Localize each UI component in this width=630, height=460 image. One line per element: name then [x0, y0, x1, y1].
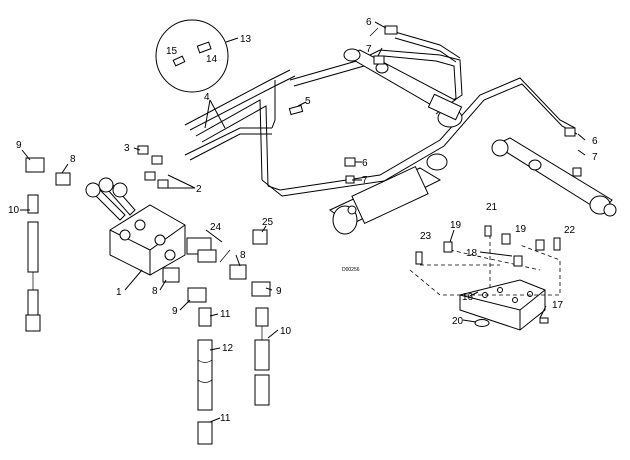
callout-22: 22 — [564, 225, 576, 236]
plate-dashed-guides — [409, 235, 561, 296]
callout-7-mid: 7 — [362, 175, 368, 186]
callout-1: 1 — [116, 287, 122, 298]
callout-11-top: 11 — [220, 309, 231, 320]
callout-16: 16 — [462, 292, 474, 303]
callout-5: 5 — [305, 96, 311, 107]
fitting-6-mid — [344, 157, 356, 167]
fitting-5 — [288, 104, 304, 116]
cylinder-right — [491, 137, 617, 217]
fitting-6-right — [564, 127, 576, 137]
callout-19-right: 19 — [515, 224, 527, 235]
fitting-7-top — [373, 55, 385, 65]
callout-6-top: 6 — [366, 17, 372, 28]
hose-lines-upper — [184, 31, 578, 197]
callout-labels: 1 2 3 4 5 6 6 6 7 7 7 8 8 8 9 9 9 10 10 … — [8, 17, 598, 424]
callout-12: 12 — [222, 343, 234, 354]
fittings-2-3 — [137, 145, 169, 189]
fitting-7-right — [572, 167, 582, 177]
fitting-6-top — [384, 25, 398, 35]
callout-8-left: 8 — [70, 154, 76, 165]
callout-9-left: 9 — [16, 140, 22, 151]
hose-assembly-bottom — [197, 307, 270, 445]
callout-10-right: 10 — [280, 326, 292, 337]
callout-25: 25 — [262, 217, 274, 228]
callout-21: 21 — [486, 202, 498, 213]
callout-18: 18 — [466, 248, 478, 259]
hose-assembly-left — [25, 157, 71, 332]
callout-10-left: 10 — [8, 205, 20, 216]
fitting-15 — [172, 55, 186, 67]
callout-9-right: 9 — [276, 286, 282, 297]
callout-24: 24 — [210, 222, 222, 233]
callout-9-bottom: 9 — [172, 306, 178, 317]
callout-7-top: 7 — [366, 44, 372, 55]
cylinder-upper — [343, 48, 463, 128]
callout-4: 4 — [204, 92, 210, 103]
lower-fittings — [162, 229, 271, 303]
plate-bolts — [415, 225, 561, 327]
reference-code: D00256 — [342, 267, 360, 273]
cylinder-middle — [329, 153, 448, 235]
callout-13: 13 — [240, 34, 252, 45]
callout-7-right: 7 — [592, 152, 598, 163]
control-valve — [85, 177, 186, 276]
fitting-14 — [196, 41, 212, 54]
valve-plate — [459, 279, 546, 331]
callout-11-bottom: 11 — [220, 413, 231, 424]
callout-8-right: 8 — [240, 250, 246, 261]
callout-14: 14 — [206, 54, 218, 65]
callout-8-bottom: 8 — [152, 286, 158, 297]
callout-6-mid: 6 — [362, 158, 368, 169]
callout-15: 15 — [166, 46, 178, 57]
callout-20: 20 — [452, 316, 464, 327]
detail-circle — [155, 19, 239, 93]
callout-23: 23 — [420, 231, 432, 242]
callout-17: 17 — [552, 300, 564, 311]
callout-19-left: 19 — [450, 220, 462, 231]
callout-6-right: 6 — [592, 136, 598, 147]
callout-2: 2 — [196, 184, 202, 195]
callout-3: 3 — [124, 143, 130, 154]
